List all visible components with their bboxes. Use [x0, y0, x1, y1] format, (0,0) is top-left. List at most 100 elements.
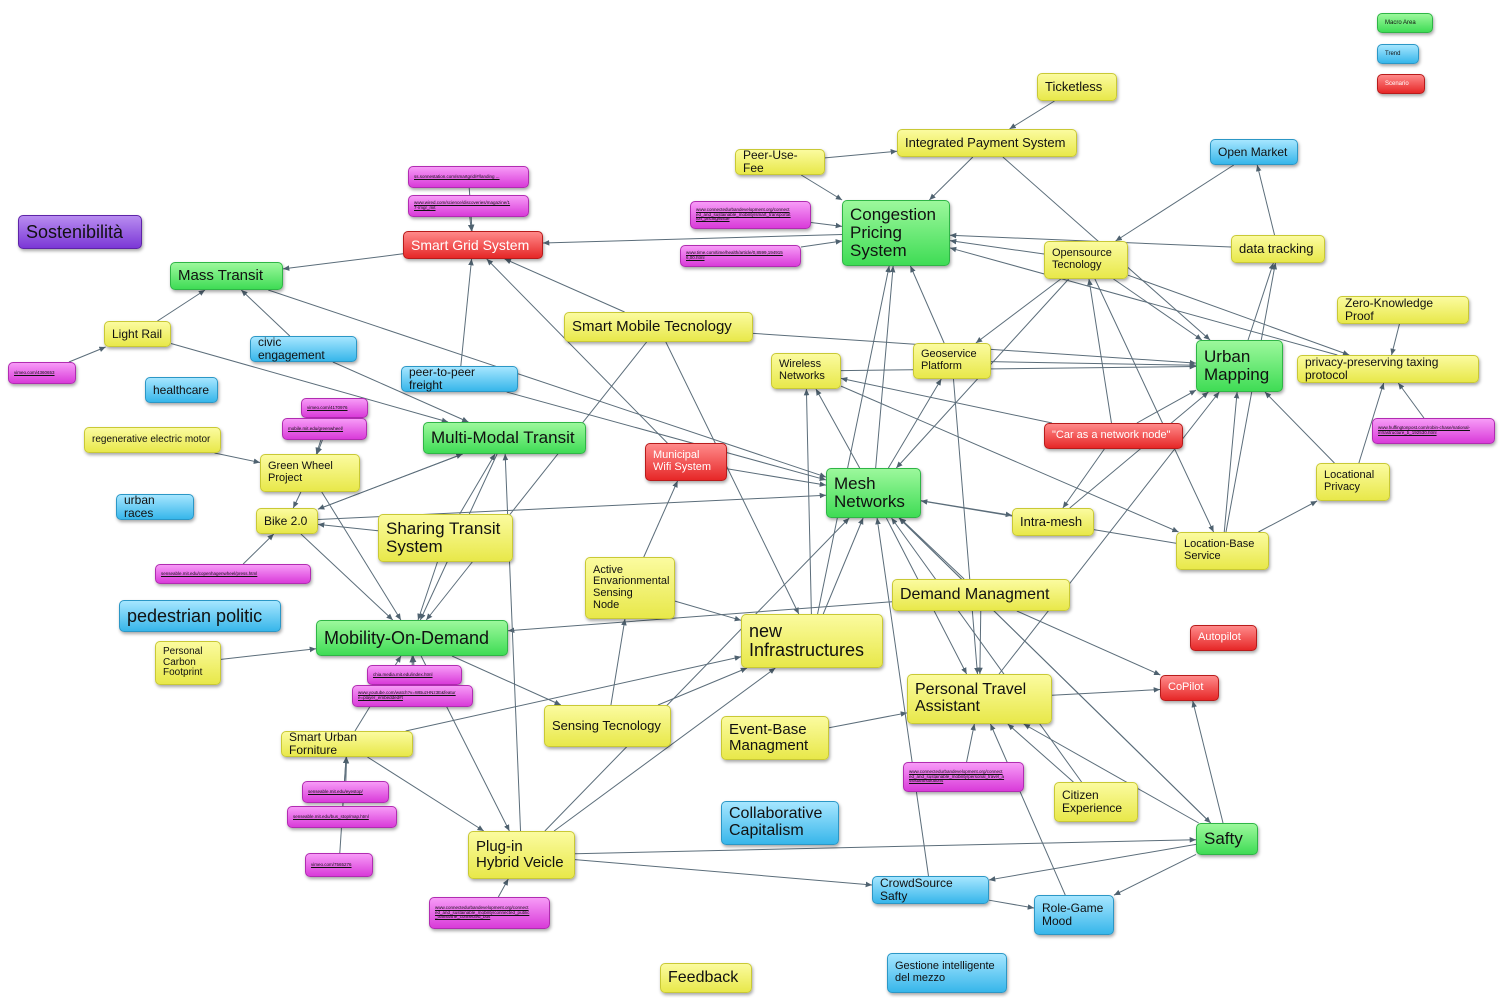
edge-crowdsource-to-mesh [875, 517, 929, 877]
node-l_chia[interactable]: chia.media.mit.edu/index.html [367, 665, 462, 685]
node-lightrail[interactable]: Light Rail [104, 321, 171, 347]
node-openmarket[interactable]: Open Market [1210, 139, 1298, 165]
edge-l_senseable1-to-bike [242, 533, 275, 565]
edge-sharing-to-multimodal [459, 453, 496, 515]
node-p2pfreight[interactable]: peer-to-peer freight [401, 366, 518, 392]
node-plugin[interactable]: Plug-in Hybrid Veicle [468, 831, 575, 879]
edge-zk-to-privacytax [1390, 323, 1400, 356]
legend-leg_trend[interactable]: Trend [1377, 44, 1419, 64]
edge-p2pfreight-to-smartgrid [460, 258, 474, 367]
node-sensing[interactable]: Sensing Tecnology [544, 705, 671, 747]
node-opensource[interactable]: Opensource Tecnology [1044, 241, 1128, 279]
legend-leg_macro[interactable]: Macro Area [1377, 13, 1433, 33]
node-active[interactable]: Active Envarionmental Sensing Node [585, 557, 675, 619]
edge-plugin-to-mesh [544, 517, 850, 832]
edge-l_cong2-to-personal [966, 723, 976, 763]
edge-smartmobile-to-smartgrid [504, 258, 625, 313]
node-sostenibilita[interactable]: Sostenibilità [18, 215, 142, 249]
node-zk[interactable]: Zero-Knowledge Proof [1337, 296, 1469, 324]
edge-personal-to-copilot [1051, 687, 1161, 696]
node-integrated[interactable]: Integrated Payment System [897, 129, 1077, 157]
node-carbon[interactable]: Personal Carbon Footprint [155, 641, 221, 685]
node-feedback[interactable]: Feedback [660, 963, 752, 993]
edge-demand-to-copilot [1016, 610, 1161, 676]
node-wireless[interactable]: Wireless Networks [771, 353, 841, 389]
node-l_huff[interactable]: www.huffingtonpost.com/robin-chase/natio… [1372, 418, 1495, 444]
node-rolegame[interactable]: Role-Game Mood [1034, 895, 1114, 935]
node-peeruse[interactable]: Peer-Use-Fee [735, 149, 825, 175]
node-smartfurn[interactable]: Smart Urban Forniture [281, 731, 413, 757]
edge-greenwheel-to-bike [292, 491, 302, 509]
node-civic[interactable]: civic engagement [250, 336, 357, 362]
node-l_cong1[interactable]: www.connectedurbandevelopment.org/connec… [690, 201, 811, 229]
node-demand[interactable]: Demand Managment [892, 579, 1070, 611]
node-masstransit[interactable]: Mass Transit [170, 262, 283, 290]
edge-bike-to-mod [300, 533, 394, 621]
node-urbanmapping[interactable]: Urban Mapping [1196, 340, 1283, 392]
edge-carbon-to-mod [220, 646, 317, 660]
edge-geoservice-to-urbanmapping [990, 361, 1197, 368]
node-l_vimeo2[interactable]: vimeo.com/4170976 [301, 398, 368, 418]
node-l_senseable3[interactable]: senseable.mit.edu/bus_stop/map.html [287, 806, 397, 828]
node-geoservice[interactable]: Geoservice Platform [913, 343, 991, 379]
node-crowdsource[interactable]: CrowdSource Safty [872, 876, 989, 904]
node-l_vimeo3[interactable]: vimeo.com/7565276 [305, 853, 373, 877]
node-locbase[interactable]: Location-Base Service [1176, 532, 1269, 570]
node-eventbase[interactable]: Event-Base Managment [721, 716, 829, 760]
node-multimodal[interactable]: Multi-Modal Transit [423, 422, 586, 454]
node-datatracking[interactable]: data tracking [1231, 235, 1325, 263]
edge-l_time-to-congestion [800, 239, 843, 248]
node-regen[interactable]: regenerative electric motor [84, 427, 221, 453]
edge-demand-to-personal [977, 610, 983, 675]
node-l_youtube[interactable]: www.youtube.com/watch?v=WBuzHNz3E&featur… [352, 685, 473, 707]
node-collab[interactable]: Collaborative Capitalism [721, 801, 839, 845]
node-carnetwork[interactable]: "Car as a network node" [1044, 423, 1183, 449]
node-healthcare[interactable]: healthcare [145, 377, 218, 403]
node-mod[interactable]: Mobility-On-Demand [316, 620, 508, 656]
edge-newinfra-to-congestion [817, 265, 891, 615]
node-l_time[interactable]: www.time.com/time/health/article/0,8599,… [680, 245, 801, 267]
edge-opensource-to-congestion [949, 238, 1045, 255]
node-autopilot[interactable]: Autopilot [1190, 625, 1257, 651]
edge-geoservice-to-personal [952, 378, 980, 675]
node-safty[interactable]: Safty [1196, 823, 1258, 855]
edge-p2pfreight-to-mesh [506, 391, 827, 481]
edge-eventbase-to-personal [828, 711, 908, 729]
node-greenwheel[interactable]: Green Wheel Project [260, 454, 360, 492]
node-municipal[interactable]: Municipal Wifi System [645, 443, 727, 481]
edge-demand-to-mod [507, 601, 893, 634]
node-privacytax[interactable]: privacy-preserving taxing protocol [1297, 355, 1479, 383]
node-l_cong2[interactable]: www.connectedurbandevelopment.org/connec… [903, 762, 1024, 792]
edge-ticketless-to-integrated [1009, 100, 1055, 130]
edge-locbase-to-urbanmapping [1223, 391, 1240, 533]
node-pedestrian[interactable]: pedestrian politic [119, 600, 281, 632]
node-l_mobile[interactable]: mobile.mit.edu/greenwheel/ [282, 418, 367, 440]
node-l_senseable2[interactable]: senseable.mit.edu/eyestop/ [302, 781, 389, 803]
node-gestione[interactable]: Gestione intelligente del mezzo [887, 953, 1007, 993]
node-urbanraces[interactable]: urban races [116, 494, 194, 520]
edge-smartfurn-to-plugin [367, 756, 485, 832]
node-sharing[interactable]: Sharing Transit System [378, 514, 513, 562]
node-locprivacy[interactable]: Locational Privacy [1316, 463, 1390, 501]
node-l_senseable1[interactable]: senseable.mit.edu/copenhagenwheel/press.… [155, 564, 311, 584]
edge-l_huff-to-privacytax [1397, 382, 1425, 419]
node-smartgrid[interactable]: Smart Grid System [403, 231, 543, 259]
node-l_wired[interactable]: www.wired.com/science/discoveries/magazi… [408, 195, 529, 217]
edge-l_vimeo1-to-lightrail [68, 346, 106, 363]
node-smartmobile[interactable]: Smart Mobile Tecnology [564, 312, 753, 342]
node-copilot[interactable]: CoPilot [1160, 675, 1219, 701]
legend-leg_scen[interactable]: Scenario [1377, 74, 1425, 94]
edge-safty-to-rolegame [1113, 853, 1197, 896]
node-newinfra[interactable]: new Infrastructures [741, 614, 883, 668]
node-congestion[interactable]: Congestion Pricing System [842, 200, 950, 266]
node-mesh[interactable]: Mesh Networks [826, 468, 921, 518]
node-l_vimeo1[interactable]: vimeo.com/4360653 [8, 362, 76, 384]
edge-municipal-to-smartgrid [486, 258, 668, 444]
node-citizen[interactable]: Citizen Experience [1054, 782, 1138, 822]
node-intramesh[interactable]: Intra-mesh [1012, 508, 1094, 536]
node-l_cong3[interactable]: www.connectedurbandevelopment.org/connec… [429, 897, 550, 929]
node-personal[interactable]: Personal Travel Assistant [907, 674, 1052, 724]
node-bike[interactable]: Bike 2.0 [256, 508, 318, 534]
node-l_ss[interactable]: ss.sonnestation.com/smartgrid/#/landing … [408, 166, 529, 188]
node-ticketless[interactable]: Ticketless [1037, 73, 1117, 101]
